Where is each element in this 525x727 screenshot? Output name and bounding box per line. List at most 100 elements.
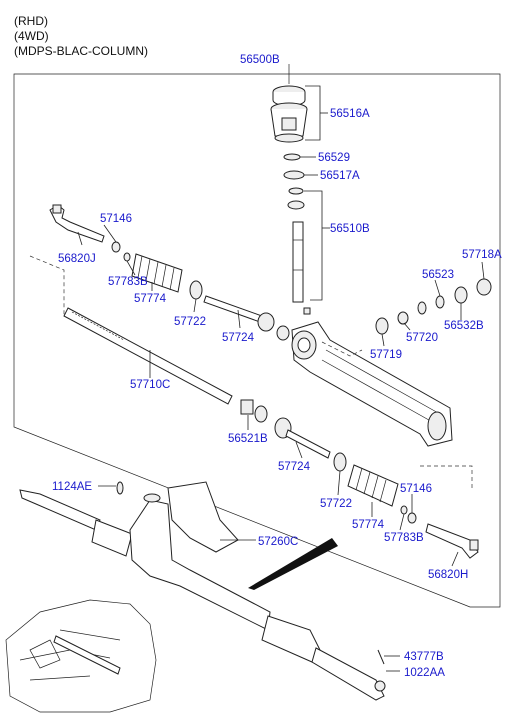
- label-56510B[interactable]: 56510B: [330, 223, 370, 235]
- label-56523[interactable]: 56523: [422, 269, 454, 281]
- assembled-pinion-top: [143, 493, 161, 503]
- ring-56523a: [417, 301, 427, 315]
- leader-56820H: [451, 551, 459, 567]
- leader-57718A: [481, 261, 485, 280]
- vehicle-grille: [29, 639, 61, 669]
- inner-rod-57724b: [285, 429, 331, 459]
- washer-a: [276, 325, 290, 341]
- label-56529[interactable]: 56529: [318, 152, 350, 164]
- leader-56820J: [77, 231, 83, 246]
- plug-56532B: [454, 286, 468, 304]
- bracket-56510B: [304, 190, 323, 301]
- ring-56510B-b: [287, 200, 305, 210]
- label-57718A[interactable]: 57718A: [462, 249, 502, 261]
- label-57260C[interactable]: 57260C: [258, 536, 298, 548]
- housing-window: [281, 117, 297, 131]
- label-56820J[interactable]: 56820J: [58, 253, 96, 265]
- clip-57783Bb: [400, 505, 408, 515]
- housing-ridges: [321, 349, 441, 425]
- leader-57724a: [237, 309, 241, 329]
- boot-ribs-a: [137, 255, 175, 291]
- leader-56523: [434, 279, 441, 297]
- clamp-57722a: [189, 280, 203, 300]
- header-rhd: (RHD): [14, 14, 48, 28]
- nut-1022AA: [374, 680, 386, 692]
- assembled-right-boot: [261, 615, 323, 663]
- vehicle-rack-highlight: [53, 635, 121, 675]
- label-57774b[interactable]: 57774: [352, 519, 385, 531]
- leader-57724b: [295, 441, 303, 459]
- label-56532B[interactable]: 56532B: [444, 320, 484, 332]
- leader-57722a: [193, 298, 197, 313]
- label-57146b[interactable]: 57146: [400, 483, 432, 495]
- bushing-ring: [254, 405, 268, 423]
- label-57722b[interactable]: 57722: [320, 498, 352, 510]
- assembled-housing: [129, 499, 271, 631]
- label-57783Ba[interactable]: 57783B: [108, 276, 148, 288]
- ring-56510B-a: [288, 187, 304, 195]
- label-56521B[interactable]: 56521B: [228, 433, 268, 445]
- tie-rod-stud-56820J: [52, 204, 62, 214]
- label-57722a[interactable]: 57722: [174, 316, 206, 328]
- pinion-shaft: [292, 221, 304, 303]
- label-57783Bb[interactable]: 57783B: [384, 532, 424, 544]
- header-4wd: (4WD): [14, 29, 49, 43]
- assembled-left-end: [19, 489, 101, 531]
- housing-dash: [321, 341, 363, 357]
- clamp-57722b: [333, 452, 347, 472]
- assembled-right-end: [311, 647, 385, 701]
- leader-57722b: [337, 470, 341, 496]
- label-57774a[interactable]: 57774: [134, 293, 167, 305]
- header-mdps: (MDPS-BLAC-COLUMN): [14, 44, 149, 58]
- boot-57774b: [347, 464, 399, 507]
- lower-dash-right: [420, 465, 473, 490]
- yoke-57719: [375, 317, 389, 335]
- rack-dashline-left: [29, 255, 65, 316]
- inner-rod-57724a: [203, 295, 263, 323]
- leader-57783Ba: [126, 260, 136, 276]
- label-57720[interactable]: 57720: [406, 332, 438, 344]
- rack-bar-57710C: [63, 307, 233, 405]
- label-56500B[interactable]: 56500B: [240, 54, 280, 66]
- locknut-57718A: [476, 278, 492, 296]
- cotter-pin-43777B: [377, 649, 385, 665]
- ring-56523b: [435, 295, 445, 309]
- bracket-56516A: [305, 85, 321, 141]
- leader-57719: [381, 333, 385, 347]
- clip-57783Ba: [123, 252, 131, 262]
- label-56516A[interactable]: 56516A: [330, 108, 370, 120]
- label-57719[interactable]: 57719: [370, 349, 402, 361]
- housing-base: [274, 133, 304, 143]
- assembled-left-boot: [91, 519, 133, 557]
- label-57724b[interactable]: 57724: [278, 461, 311, 473]
- housing-pinion-bore: [297, 337, 311, 353]
- boot-57774a: [131, 253, 183, 293]
- small-plug: [303, 307, 311, 315]
- label-43777B[interactable]: 43777B: [404, 651, 444, 663]
- spring-57720: [397, 311, 409, 325]
- housing-end: [427, 411, 447, 441]
- bolt-1124AE: [116, 481, 124, 495]
- washer-56517A: [283, 170, 305, 180]
- inner-rod-ball-a: [257, 312, 275, 332]
- label-57710C[interactable]: 57710C: [130, 379, 170, 391]
- nut-57146b: [407, 512, 417, 524]
- tie-rod-stud-56820H: [469, 539, 479, 551]
- label-57146a[interactable]: 57146: [100, 213, 132, 225]
- label-56820H[interactable]: 56820H: [428, 569, 468, 581]
- pointer-wedge: [248, 538, 338, 590]
- label-57724a[interactable]: 57724: [222, 332, 255, 344]
- boot-ribs-b: [355, 467, 387, 503]
- nut-57146a: [111, 241, 121, 253]
- leader-57783Bb: [399, 513, 405, 531]
- label-56517A[interactable]: 56517A: [320, 170, 360, 182]
- heat-shield-57260C: [167, 481, 239, 553]
- ring-56529: [283, 153, 301, 161]
- rack-teeth: [71, 311, 125, 341]
- leader-57146a: [103, 224, 117, 243]
- label-1124AE[interactable]: 1124AE: [52, 481, 92, 493]
- vehicle-outline: [5, 599, 157, 713]
- label-1022AA[interactable]: 1022AA: [404, 667, 445, 679]
